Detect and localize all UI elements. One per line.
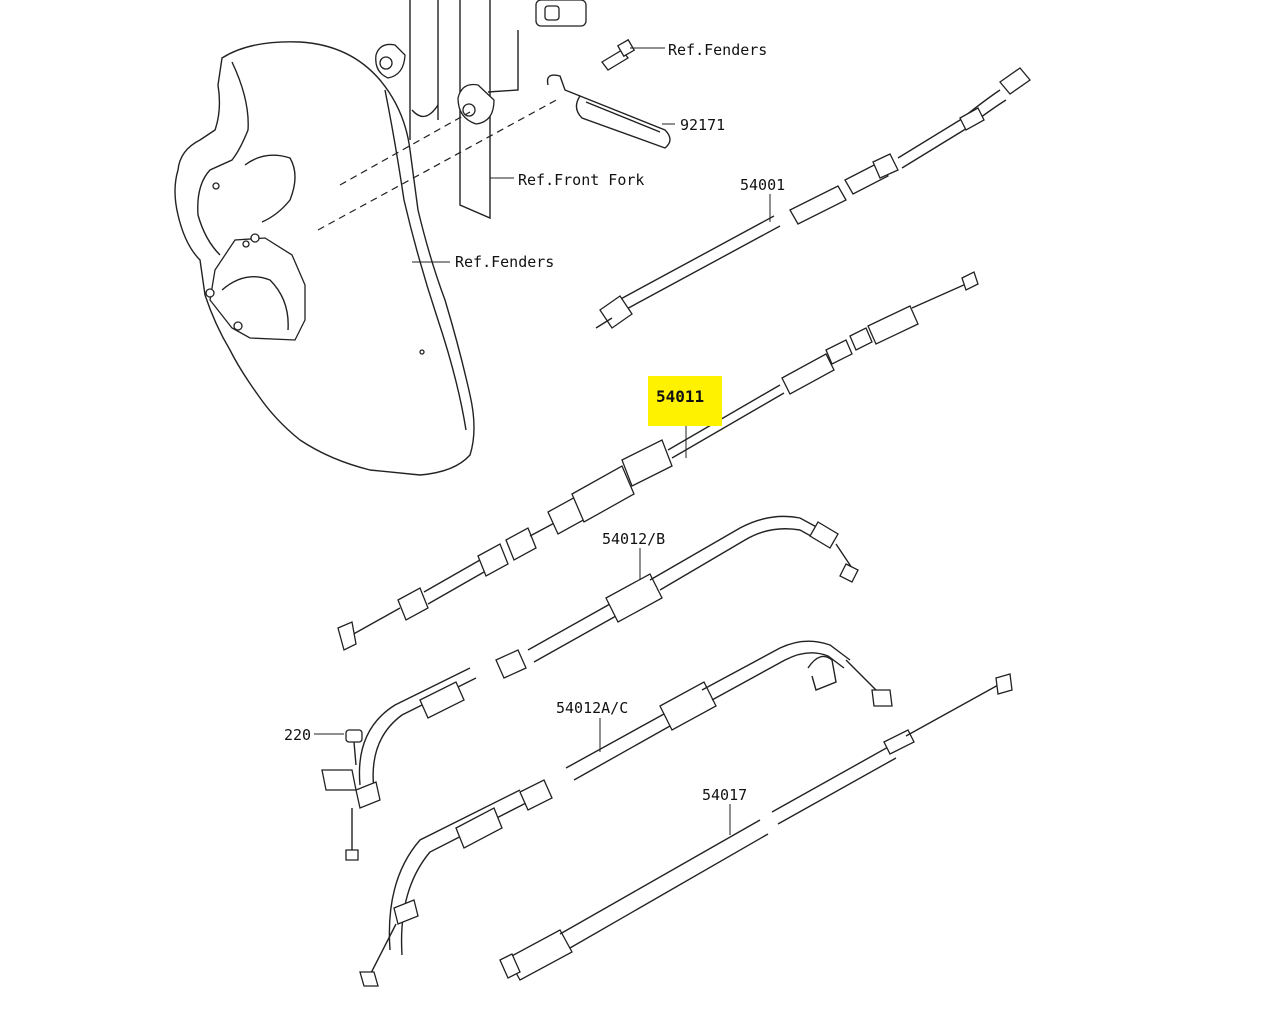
- leader-lines: [314, 47, 771, 835]
- bolt-220: [345, 729, 363, 766]
- part-highlight: [648, 376, 722, 426]
- front-fender: [174, 41, 561, 476]
- callout-92171[interactable]: 92171: [680, 116, 725, 134]
- callout-54001[interactable]: 54001: [740, 176, 785, 194]
- throttle-cable-ac: [359, 640, 893, 987]
- callout-54017[interactable]: 54017: [702, 786, 747, 804]
- callout-ref-fenders-mid[interactable]: Ref.Fenders: [455, 253, 554, 271]
- wire-clamp: [546, 74, 671, 149]
- callout-ref-fenders-top[interactable]: Ref.Fenders: [668, 41, 767, 59]
- callout-54011[interactable]: 54011: [656, 387, 704, 406]
- throttle-cable-b: [321, 515, 859, 861]
- callout-ref-front-fork[interactable]: Ref.Front Fork: [518, 171, 644, 189]
- callout-54012b[interactable]: 54012/B: [602, 530, 665, 548]
- cable-54017: [499, 673, 1013, 981]
- callout-220[interactable]: 220: [284, 726, 311, 744]
- clutch-cable: [337, 271, 979, 651]
- front-fork-assembly: [375, 0, 587, 220]
- speedometer-cable: [595, 67, 1031, 329]
- fender-bolt: [601, 38, 636, 71]
- callout-54012ac[interactable]: 54012A/C: [556, 699, 628, 717]
